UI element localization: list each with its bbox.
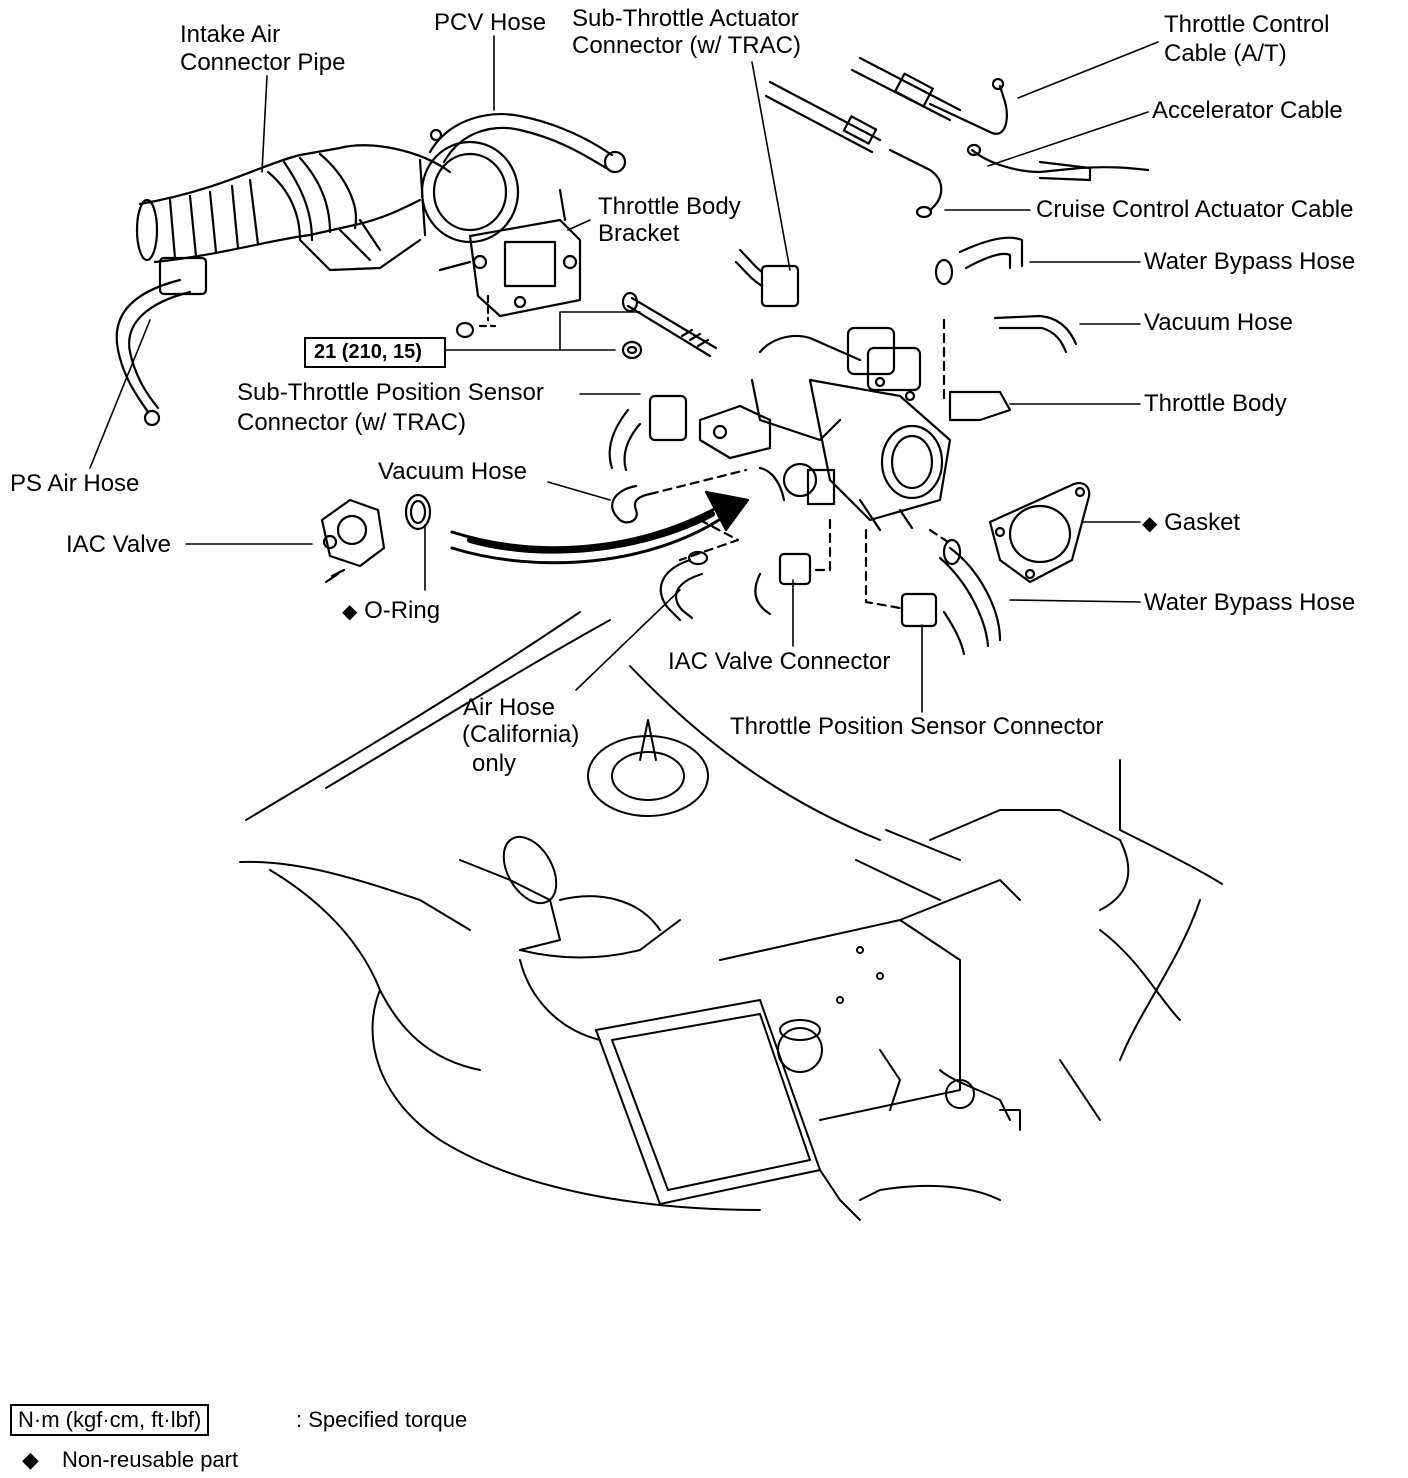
label-water-bypass-hose-upper: Water Bypass Hose xyxy=(1144,248,1356,275)
label-pcv-hose: PCV Hose xyxy=(434,9,547,36)
label-vacuum-hose-left: Vacuum Hose xyxy=(378,458,527,485)
bolt-and-nut xyxy=(621,291,718,360)
throttle-body-assembly xyxy=(698,326,1012,532)
cables xyxy=(764,56,1150,219)
label-sub-throttle-position-sensor-1: Sub-Throttle Position Sensor xyxy=(237,379,544,406)
water-bypass-hose-lower xyxy=(928,528,1002,648)
throttle-body-bracket xyxy=(438,188,582,339)
label-o-ring-text: O-Ring xyxy=(364,597,441,624)
label-air-hose-1: Air Hose xyxy=(463,694,556,721)
installation-arrow xyxy=(450,490,750,565)
label-throttle-body-bracket-1: Throttle Body xyxy=(598,193,741,220)
label-iac-valve: IAC Valve xyxy=(66,531,171,558)
sub-throttle-position-sensor-connector xyxy=(608,394,688,472)
torque-spec-box: 21 (210, 15) xyxy=(304,337,446,368)
throttle-position-sensor-connector xyxy=(864,528,966,656)
non-reusable-marker-o-ring: ◆ xyxy=(342,601,358,623)
label-throttle-body-bracket-2: Bracket xyxy=(598,220,680,247)
label-sub-throttle-actuator-2: Connector (w/ TRAC) xyxy=(572,32,801,59)
legend-nonreusable-desc: Non-reusable part xyxy=(62,1447,239,1472)
label-air-hose-3: only xyxy=(472,750,517,777)
water-bypass-hose-upper xyxy=(934,236,1024,286)
vacuum-hose-left xyxy=(611,468,748,524)
label-intake-air-connector-pipe-2: Connector Pipe xyxy=(180,49,346,76)
iac-valve xyxy=(320,493,432,584)
legend-nonreusable-marker: ◆ xyxy=(22,1447,39,1472)
engine-compartment xyxy=(239,611,1223,1221)
label-water-bypass-hose-lower: Water Bypass Hose xyxy=(1144,589,1356,616)
label-sub-throttle-position-sensor-2: Connector (w/ TRAC) xyxy=(237,409,466,436)
label-ps-air-hose: PS Air Hose xyxy=(10,470,140,497)
label-gasket: ◆ Gasket xyxy=(1142,510,1240,537)
legend-torque-desc: : Specified torque xyxy=(296,1407,468,1432)
label-throttle-position-sensor-connector: Throttle Position Sensor Connector xyxy=(730,713,1104,740)
label-iac-valve-connector: IAC Valve Connector xyxy=(668,648,891,675)
iac-valve-connector xyxy=(754,518,832,616)
label-air-hose-2: (California) xyxy=(462,721,580,748)
label-sub-throttle-actuator-1: Sub-Throttle Actuator xyxy=(572,5,799,32)
ps-air-hose xyxy=(115,256,208,427)
pcv-hose xyxy=(428,113,627,174)
label-throttle-control-cable-1: Throttle Control xyxy=(1164,11,1330,38)
legend-torque-box: N·m (kgf·cm, ft·lbf) xyxy=(10,1404,210,1436)
label-cruise-control-actuator-cable: Cruise Control Actuator Cable xyxy=(1036,196,1354,223)
label-accelerator-cable: Accelerator Cable xyxy=(1152,97,1343,124)
leader-lines xyxy=(89,35,1159,713)
label-air-hose-2-text: California xyxy=(470,721,572,748)
non-reusable-marker-gasket: ◆ xyxy=(1142,513,1158,535)
intake-air-connector-pipe xyxy=(135,140,520,272)
gasket xyxy=(988,482,1091,584)
label-throttle-control-cable-2: Cable (A/T) xyxy=(1164,40,1287,67)
air-hose-california xyxy=(659,518,740,622)
sub-throttle-actuator-connector xyxy=(734,248,800,308)
label-gasket-text: Gasket xyxy=(1164,509,1241,536)
label-throttle-body: Throttle Body xyxy=(1144,390,1287,417)
label-vacuum-hose-right: Vacuum Hose xyxy=(1144,309,1293,336)
vacuum-hose-right xyxy=(942,314,1078,402)
label-intake-air-connector-pipe-1: Intake Air xyxy=(180,21,281,48)
label-o-ring: ◆ O-Ring xyxy=(342,598,440,625)
